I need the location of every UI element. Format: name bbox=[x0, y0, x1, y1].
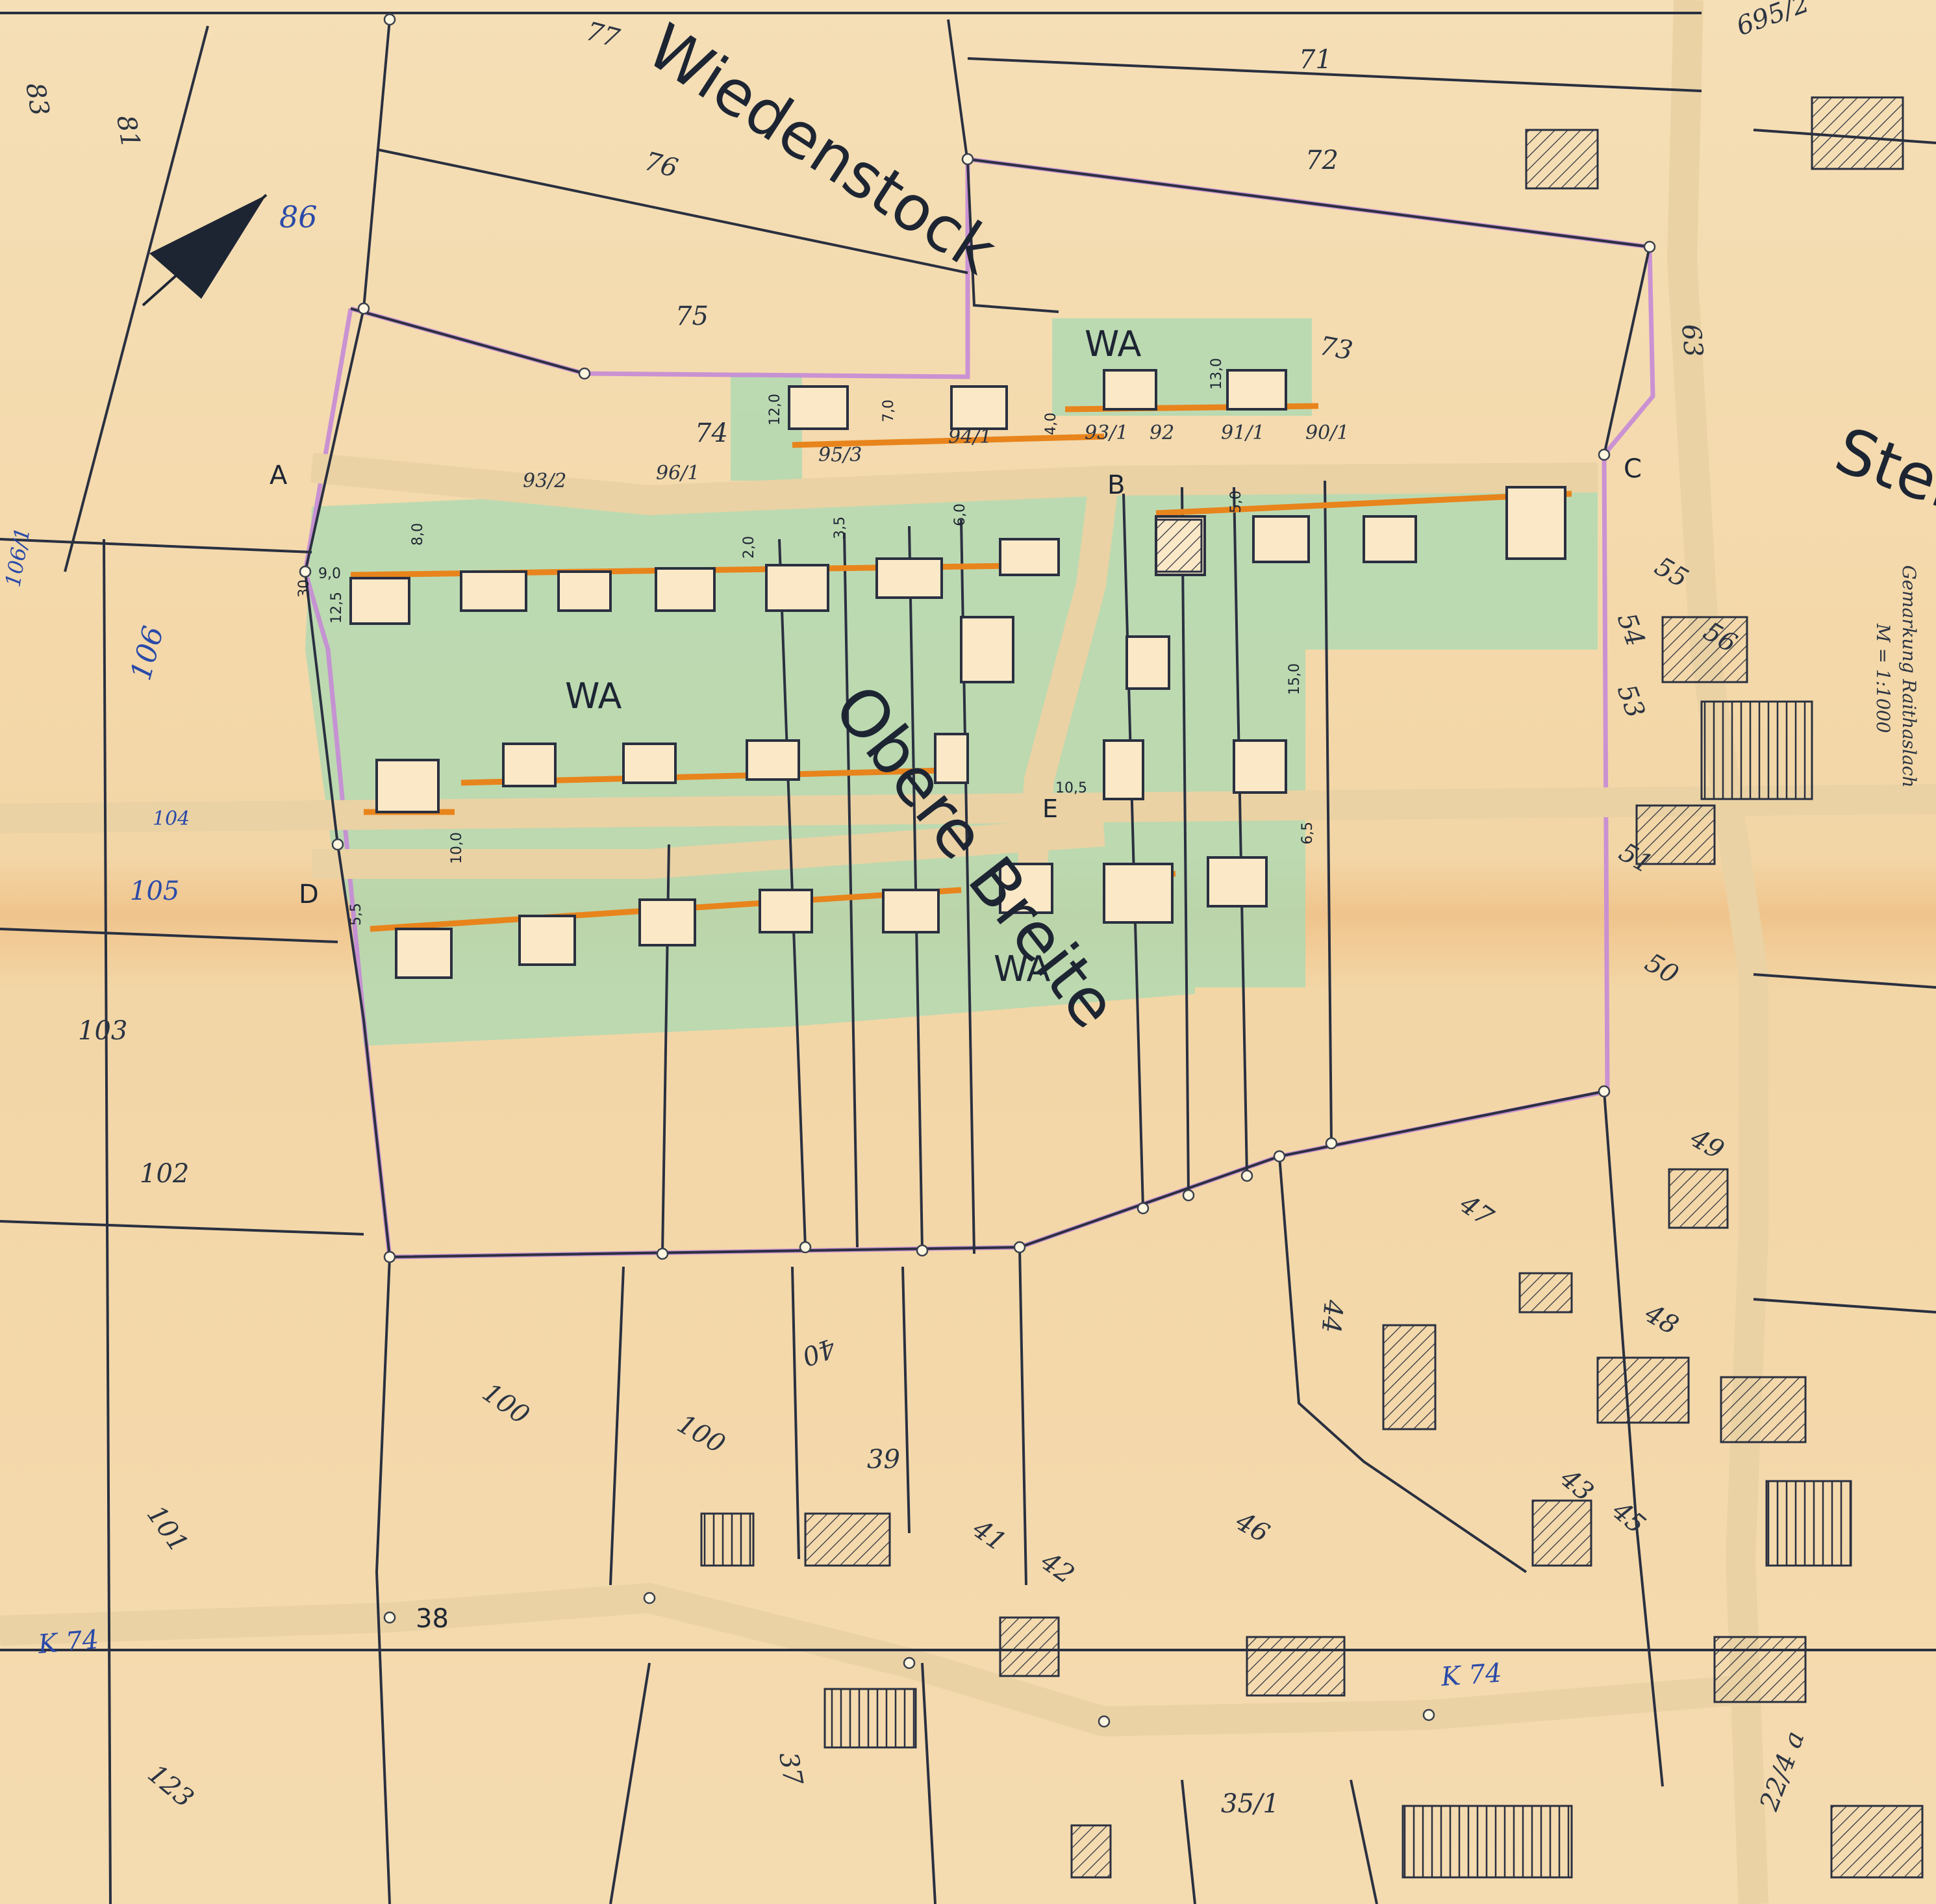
parcel-label: 73 bbox=[1317, 331, 1355, 366]
dimension-label: 2,0 bbox=[741, 536, 757, 559]
zone-label: WA bbox=[994, 948, 1050, 989]
planned-buildings bbox=[349, 369, 1566, 979]
dimension-label: 6,5 bbox=[1300, 822, 1316, 844]
point-label-d: D bbox=[299, 880, 319, 909]
parcel-label: 103 bbox=[78, 1016, 127, 1046]
parcel-label: 94/1 bbox=[948, 425, 992, 448]
dimension-label: 30 bbox=[296, 579, 312, 598]
parcel-label: 44 bbox=[1316, 1298, 1348, 1334]
zone-label: WA bbox=[1085, 324, 1141, 364]
survey-points bbox=[299, 13, 1656, 1728]
road-label-k74: K 74 bbox=[36, 1625, 100, 1660]
parcel-label: 74 bbox=[695, 418, 728, 448]
parcel-label: 90/1 bbox=[1305, 422, 1349, 444]
north-arrow-icon bbox=[142, 194, 268, 307]
dimension-labels: 12,0 7,0 4,0 13,0 9,0 8,0 12,5 30 5,0 6,… bbox=[296, 358, 1316, 926]
parcel-label: 102 bbox=[140, 1159, 189, 1189]
dimension-label: 9,0 bbox=[318, 566, 341, 582]
parcel-label: 105 bbox=[130, 876, 179, 906]
dimension-label: 5,0 bbox=[1228, 490, 1244, 513]
dimension-label: 8,0 bbox=[410, 523, 426, 546]
parcel-label: 104 bbox=[153, 807, 190, 830]
parcel-label: 83 bbox=[19, 81, 55, 118]
parcel-label: 92 bbox=[1150, 422, 1174, 444]
dimension-label: 12,5 bbox=[329, 592, 345, 624]
parcel-label: 91/1 bbox=[1221, 422, 1264, 444]
existing-buildings bbox=[700, 96, 1924, 1879]
parcel-label: 93/1 bbox=[1085, 422, 1128, 444]
parcel-label: 39 bbox=[867, 1445, 900, 1475]
dimension-label: 15,0 bbox=[1287, 663, 1303, 695]
dimension-label: 13,0 bbox=[1209, 358, 1225, 390]
dimension-label: 5,5 bbox=[348, 903, 364, 926]
scale-note-municipality: Gemarkung Raithaslach bbox=[1898, 565, 1920, 788]
parcel-label: 35/1 bbox=[1221, 1789, 1279, 1819]
dimension-label: 10,0 bbox=[449, 832, 465, 864]
point-label-e: E bbox=[1042, 794, 1058, 823]
dimension-label: 7,0 bbox=[881, 400, 897, 422]
parcel-label: 95/3 bbox=[818, 444, 862, 466]
parcel-lines bbox=[0, 12, 1936, 1904]
dimension-label: 6,0 bbox=[952, 503, 968, 526]
parcel-label: 63 bbox=[1676, 323, 1708, 359]
parcel-label: 81 bbox=[110, 113, 145, 151]
point-label-c: C bbox=[1624, 454, 1642, 484]
dimension-label: 3,5 bbox=[832, 516, 848, 539]
road-code: 38 bbox=[416, 1604, 449, 1634]
parcel-label: 86 bbox=[279, 199, 318, 235]
parcel-label: 37 bbox=[773, 1750, 808, 1788]
parcel-label: 75 bbox=[675, 301, 709, 331]
point-label-a: A bbox=[270, 461, 288, 490]
point-label-b: B bbox=[1107, 470, 1125, 500]
dimension-label: 12,0 bbox=[767, 394, 783, 425]
parcel-label: 72 bbox=[1305, 146, 1339, 175]
dimension-label: 10,5 bbox=[1055, 780, 1087, 796]
road-label-k74: K 74 bbox=[1439, 1658, 1502, 1692]
parcel-label: 71 bbox=[1299, 45, 1332, 75]
scale-note-scale: M = 1:1000 bbox=[1872, 623, 1894, 733]
dimension-label: 4,0 bbox=[1043, 413, 1059, 435]
zone-label: WA bbox=[565, 676, 622, 717]
parcel-label: 93/2 bbox=[523, 470, 566, 492]
parcel-label: 96/1 bbox=[656, 462, 699, 485]
